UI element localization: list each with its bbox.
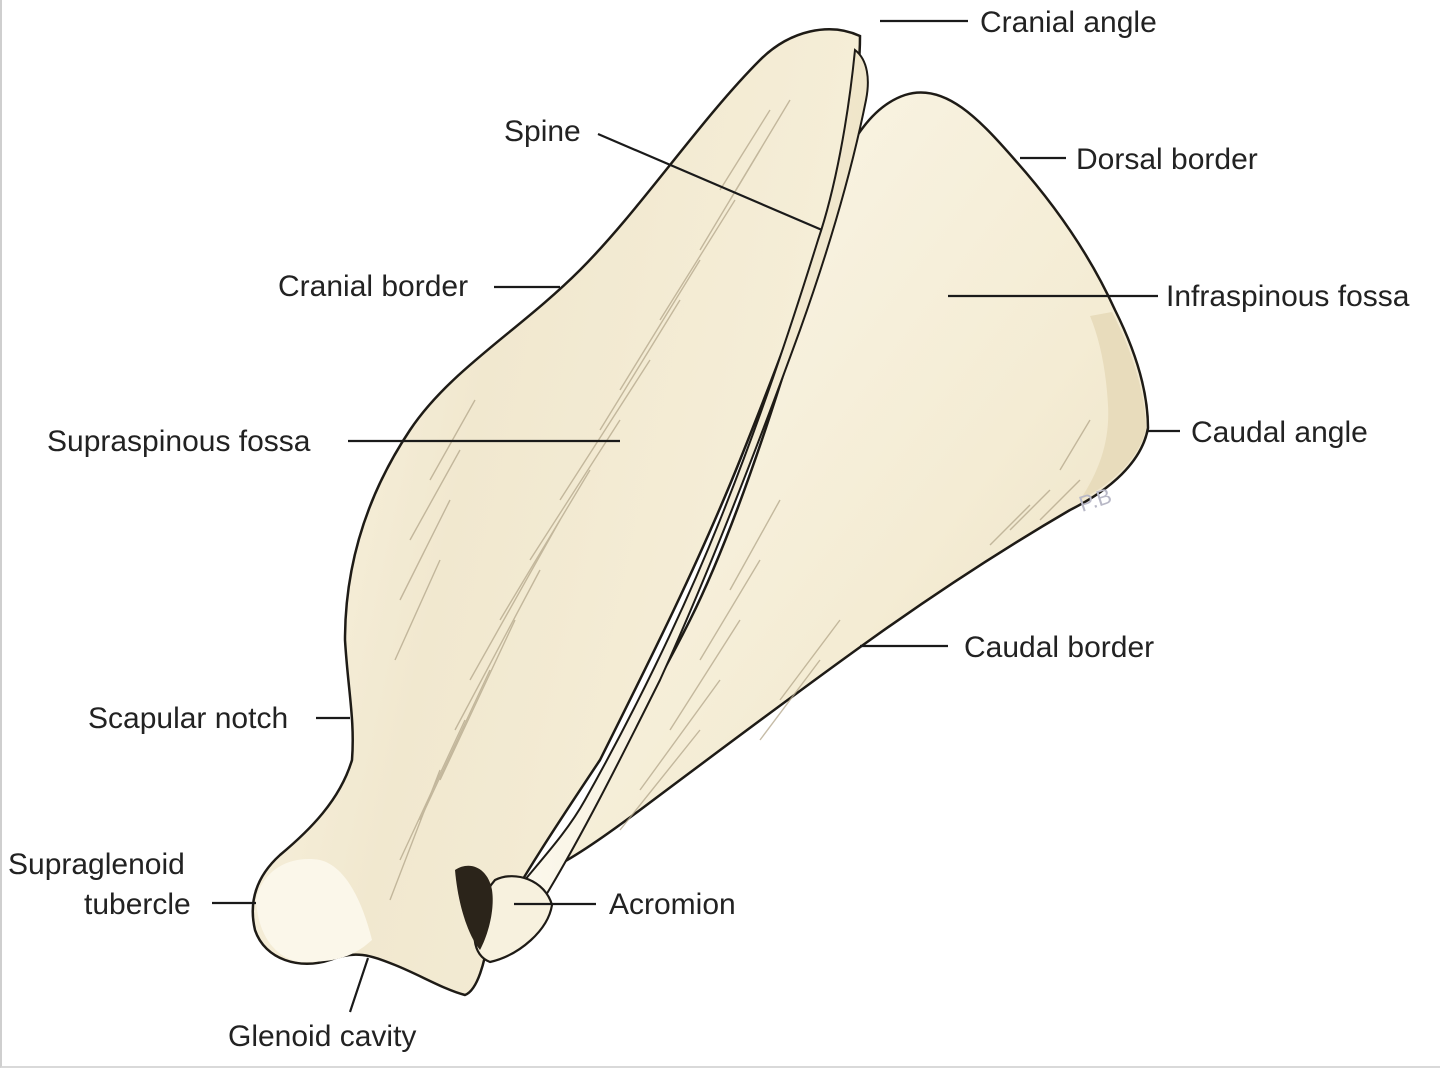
label-scapular-notch: Scapular notch	[88, 702, 288, 735]
label-spine: Spine	[504, 115, 581, 148]
label-supraglenoid-line2: tubercle	[84, 888, 191, 921]
scapula-bone: P.B	[253, 29, 1148, 995]
label-caudal-border: Caudal border	[964, 631, 1154, 664]
label-cranial-angle: Cranial angle	[980, 6, 1157, 39]
leader-glenoid-cavity	[350, 958, 368, 1012]
label-supraglenoid-line1: Supraglenoid	[8, 848, 185, 881]
label-cranial-border: Cranial border	[278, 270, 468, 303]
label-infraspinous-fossa: Infraspinous fossa	[1166, 280, 1410, 313]
label-caudal-angle: Caudal angle	[1191, 416, 1368, 449]
label-supraspinous-fossa: Supraspinous fossa	[47, 425, 311, 458]
label-glenoid-cavity: Glenoid cavity	[228, 1020, 416, 1053]
label-dorsal-border: Dorsal border	[1076, 143, 1258, 176]
label-acromion: Acromion	[609, 888, 736, 921]
